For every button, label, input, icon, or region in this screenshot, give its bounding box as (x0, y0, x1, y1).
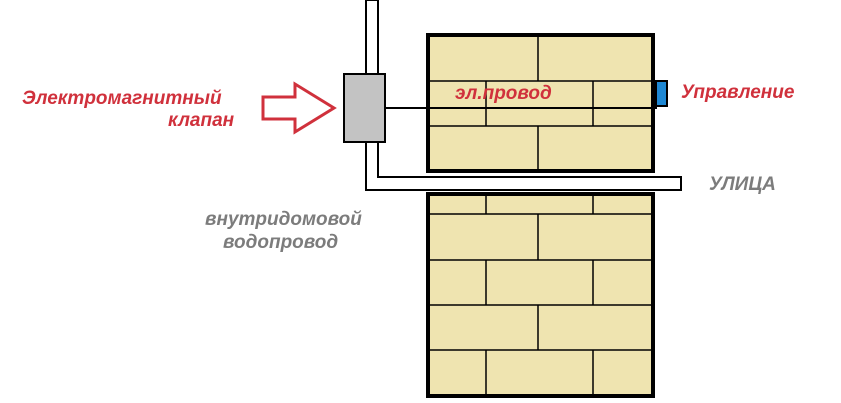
right-arrow-outline-icon (261, 81, 337, 135)
lower-wall (426, 192, 655, 398)
control-switch-icon (655, 80, 668, 107)
valve-label-line1: Электромагнитный (22, 88, 222, 109)
indoor-label-line2: водопровод (223, 232, 339, 253)
valve-label-line2: клапан (168, 110, 235, 131)
wire-label: эл.провод (455, 83, 552, 104)
control-label: Управление (681, 82, 795, 103)
indoor-label-line1: внутридомовой (205, 209, 362, 230)
upper-wall (426, 33, 655, 173)
valve-box-icon (343, 73, 386, 143)
water-pipe (365, 0, 682, 191)
street-label: УЛИЦА (709, 174, 776, 195)
